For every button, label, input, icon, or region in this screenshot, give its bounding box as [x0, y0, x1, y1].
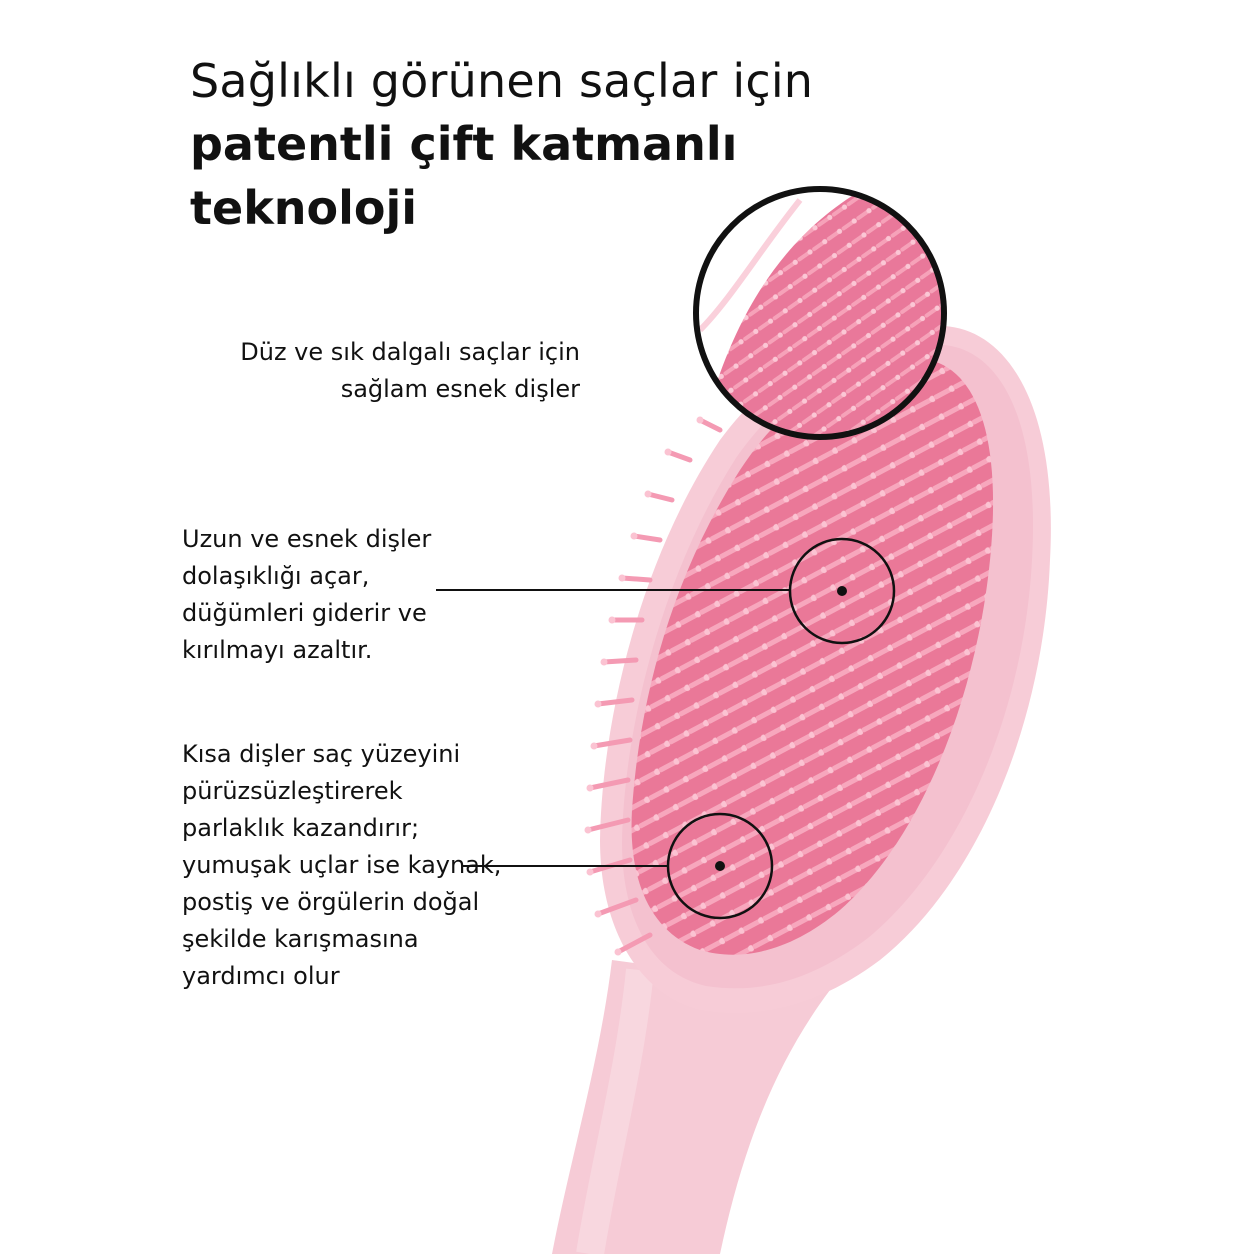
callout-circle	[436, 537, 896, 645]
edge-bristles	[585, 417, 723, 955]
headline-line-2: patentli çift katmanlı teknoloji	[190, 117, 738, 235]
edge-bristle-tips	[584, 416, 704, 956]
callout-text-top: Düz ve sık dalgalı saçlar için sağlam es…	[240, 338, 580, 403]
headline: Sağlıklı görünen saçlar için patentli çi…	[190, 50, 950, 240]
callout-text-bottom: Kısa dişler saç yüzeyini pürüzsüzleştire…	[182, 740, 502, 990]
headline-line-1: Sağlıklı görünen saçlar için	[190, 54, 814, 108]
callout-dot	[837, 586, 847, 596]
bristle-pad	[631, 358, 994, 955]
callout-circle	[462, 812, 774, 920]
callout-text-middle: Uzun ve esnek dişler dolaşıklığı açar, d…	[182, 525, 432, 664]
callout-dot	[715, 861, 725, 871]
